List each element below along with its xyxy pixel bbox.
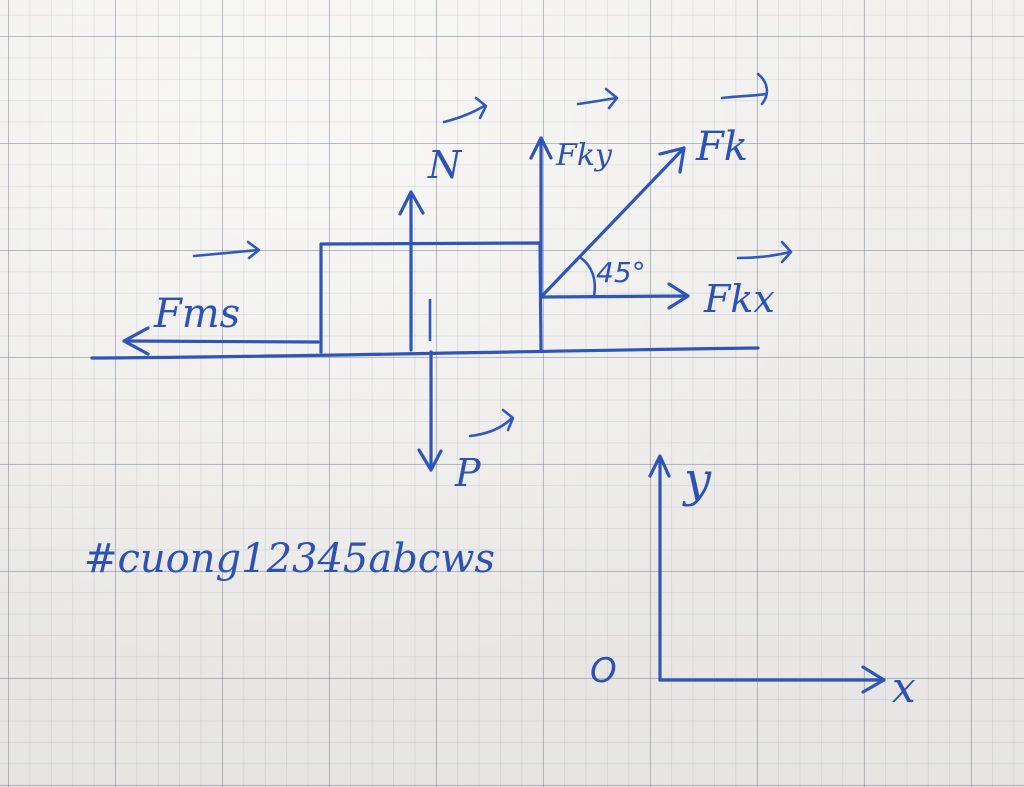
pull-force-x-arrow: [539, 294, 690, 299]
friction-vector-bar: [192, 240, 261, 260]
weight-label: P: [454, 451, 482, 495]
origin-label: O: [590, 651, 617, 691]
normal-vector-bar: [442, 96, 488, 124]
angle-arc: [579, 256, 597, 298]
normal-force-arrowhead: [398, 190, 425, 216]
pull-force-x-label: Fkx: [703, 277, 775, 321]
pull-force-arrow: [539, 146, 686, 299]
pull-force-arrowhead: [658, 146, 686, 174]
normal-force-label: N: [427, 143, 463, 187]
axis-y-label: y: [682, 452, 712, 508]
friction-force-label: Fms: [153, 291, 240, 337]
weight-vector-bar: [468, 408, 515, 438]
watermark-text: #cuong12345abcws: [84, 536, 495, 582]
x-axis-arrowhead: [861, 665, 886, 694]
pull-force-label: Fk: [695, 124, 748, 170]
pull-force-y-label: Fky: [555, 138, 613, 173]
angle-label: 45°: [596, 256, 646, 289]
pull-force-y-arrowhead: [529, 136, 553, 160]
friction-force-arrowhead: [122, 326, 150, 356]
y-axis-arrowhead: [648, 454, 671, 478]
pull-force-y-vector-bar: [576, 87, 619, 110]
pull-force-x-vector-bar: [736, 240, 793, 264]
axis-x-label: x: [892, 663, 916, 712]
friction-force-arrow: [122, 339, 320, 344]
weight-arrowhead: [417, 448, 443, 472]
pull-force-x-arrowhead: [667, 282, 690, 310]
ground-line: [90, 346, 760, 360]
pull-force-vector-bar: [720, 72, 769, 106]
